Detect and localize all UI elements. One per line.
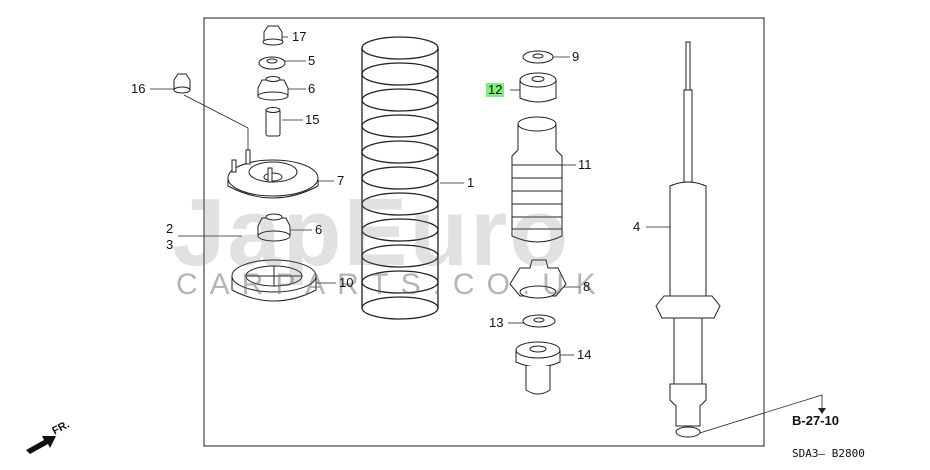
callout-4: 4	[633, 219, 641, 234]
reference-label: B-27-10	[792, 413, 839, 428]
lower-mount-rubber	[257, 213, 291, 242]
bump-stop-bushing	[519, 72, 557, 103]
callout-15: 15	[305, 112, 320, 127]
callout-13: 13	[489, 315, 504, 330]
callout-10: 10	[339, 275, 354, 290]
washer	[258, 56, 286, 70]
callout-5: 5	[308, 53, 316, 68]
diagram-frame	[203, 17, 765, 447]
shock-absorber	[655, 41, 721, 438]
dust-seal-washer	[522, 50, 554, 64]
reference-arrowhead	[818, 408, 826, 414]
flange-nut	[262, 25, 284, 46]
self-locking-nut	[173, 73, 191, 94]
coil-spring	[361, 36, 439, 320]
shock-absorber-mounting-base	[227, 149, 319, 199]
bump-stop	[515, 341, 561, 395]
watermark-url: CARPARTS.CO.UK	[176, 268, 608, 301]
callout-12-highlighted: 12	[486, 82, 505, 97]
dust-cover-boot	[511, 116, 563, 243]
callout-2: 2	[166, 221, 174, 236]
callout-9: 9	[572, 49, 580, 64]
spring-seat-washer	[522, 314, 556, 328]
callout-1: 1	[467, 175, 475, 190]
spring-seat	[509, 259, 567, 299]
callout-14: 14	[577, 347, 592, 362]
callout-3: 3	[166, 237, 174, 252]
diagram-code: SDA3– B2800	[792, 447, 865, 460]
front-arrow-icon	[26, 436, 56, 454]
callout-6-upper: 6	[308, 81, 316, 96]
callout-11: 11	[578, 157, 592, 172]
upper-mount-rubber	[257, 76, 289, 101]
collar	[265, 107, 281, 137]
callout-7: 7	[337, 173, 345, 188]
callout-6-lower: 6	[315, 222, 323, 237]
callout-17: 17	[292, 29, 307, 44]
watermark-brand: JapEuro	[172, 179, 571, 286]
bearing-plate	[231, 259, 317, 302]
callout-8: 8	[583, 279, 591, 294]
callout-16: 16	[131, 81, 146, 96]
